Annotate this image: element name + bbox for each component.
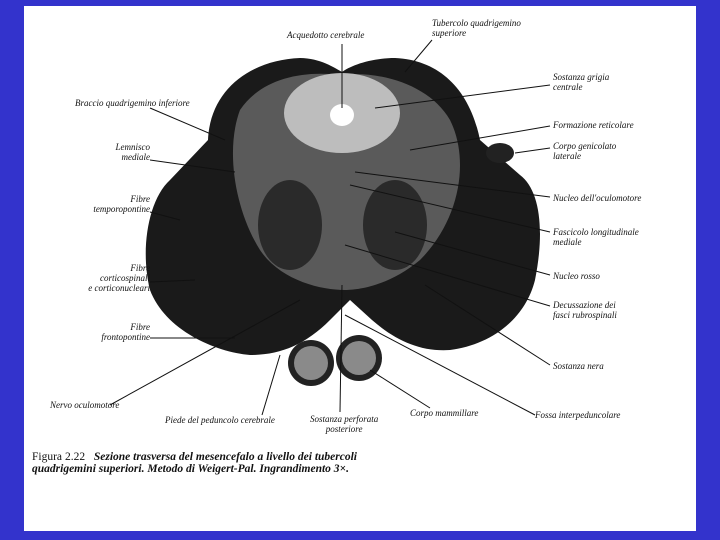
- brain-section: [145, 58, 541, 386]
- label-line: Fibre: [130, 322, 150, 332]
- label-line: centrale: [553, 82, 583, 92]
- label-nucleo-oculomotore: Nucleo dell'oculomotore: [553, 193, 642, 203]
- label-formazione-reticolare: Formazione reticolare: [553, 120, 634, 130]
- label-line: fasci rubrospinali: [553, 310, 617, 320]
- caption-number: Figura 2.22: [32, 451, 86, 463]
- label-piede-peduncolo: Piede del peduncolo cerebrale: [165, 415, 275, 425]
- figure-caption: Figura 2.22 Sezione trasversa del mesenc…: [32, 451, 357, 475]
- label-line: frontopontine: [101, 332, 150, 342]
- label-nervo-oculomotore: Nervo oculomotore: [50, 400, 120, 410]
- label-braccio-quadrigemino: Braccio quadrigemino inferiore: [75, 98, 190, 108]
- label-line: posteriore: [325, 424, 363, 434]
- label-line: mediale: [553, 237, 582, 247]
- label-line: laterale: [553, 151, 581, 161]
- caption-text: Sezione trasversa del mesencefalo a live…: [32, 451, 358, 475]
- label-sostanza-nera: Sostanza nera: [553, 361, 604, 371]
- label-line: Tubercolo quadrigemino: [432, 18, 521, 28]
- label-line: Fibre: [130, 194, 150, 204]
- label-line: Corpo genicolato: [553, 141, 617, 151]
- label-line: corticospinali: [100, 273, 150, 283]
- label-line: temporopontine: [93, 204, 150, 214]
- label-line: e corticonucleari: [88, 283, 150, 293]
- label-line: Sostanza grigia: [553, 72, 610, 82]
- label-line: Fascicolo longitudinale: [553, 227, 639, 237]
- label-line: Decussazione dei: [553, 300, 616, 310]
- leader-lines: [109, 39, 551, 416]
- label-line: mediale: [121, 152, 151, 162]
- label-fossa-interpeduncolare: Fossa interpeduncolare: [535, 410, 621, 420]
- label-line: superiore: [432, 28, 467, 38]
- label-nucleo-rosso: Nucleo rosso: [553, 271, 600, 281]
- label-acquedotto-cerebrale: Acquedotto cerebrale: [287, 30, 365, 40]
- label-line: Sostanza perforata: [310, 414, 379, 424]
- label-line: Lemnisco: [115, 142, 151, 152]
- label-line: Fibre: [130, 263, 150, 273]
- label-corpo-mammillare: Corpo mammillare: [410, 408, 479, 418]
